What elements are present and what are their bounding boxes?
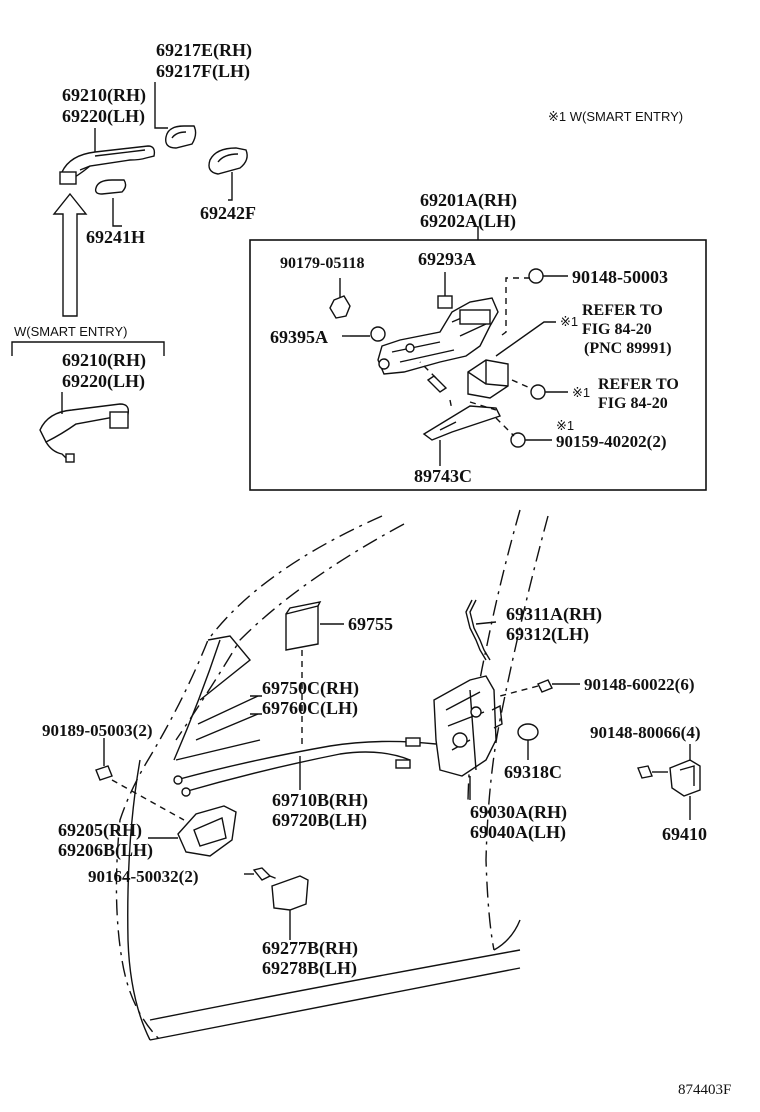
label-69205: 69205(RH) [58, 820, 142, 841]
door-lock-part [433, 675, 503, 777]
lock-motor-part [467, 359, 509, 399]
bracket-part [422, 405, 501, 441]
cover-pad-part [208, 147, 248, 175]
screw2-part [530, 384, 568, 400]
label-90148-50003: 90148-50003 [572, 267, 668, 287]
label-69293a: 69293A [418, 249, 476, 269]
label-69040a: 69040A(LH) [470, 822, 566, 843]
handle-screw-part [244, 867, 272, 881]
cap-part [517, 723, 539, 760]
label-refer-2b: FIG 84-20 [598, 395, 668, 412]
label-69755: 69755 [348, 614, 393, 634]
label-69277b: 69277B(RH) [262, 938, 358, 959]
label-69030a: 69030A(RH) [470, 802, 567, 823]
label-69760c: 69760C(LH) [262, 698, 358, 719]
label-69220-top: 69220(LH) [62, 106, 145, 127]
lock-frame-part [377, 297, 499, 375]
label-refer-1b: FIG 84-20 [582, 321, 652, 338]
label-69410: 69410 [662, 824, 707, 844]
bolt-lower-part [426, 375, 448, 393]
label-90164-50032: 90164-50032(2) [88, 867, 198, 886]
striker-bolt-part [637, 765, 668, 779]
label-69750c: 69750C(RH) [262, 678, 359, 699]
smart-outside-handle-part [39, 403, 130, 463]
cable-part [173, 737, 437, 797]
label-69202a: 69202A(LH) [420, 211, 516, 232]
label-90148-60022: 90148-60022(6) [584, 675, 694, 694]
lock-screw-part [537, 679, 580, 693]
clip-part [437, 272, 453, 309]
bushing-part [342, 326, 386, 342]
handle-pad-part [94, 179, 127, 195]
mark-1b: ※1 [572, 385, 590, 400]
label-69318c: 69318C [504, 762, 562, 782]
inside-handle-part [177, 805, 237, 857]
screw-part [528, 268, 568, 284]
label-refer-2a: REFER TO [598, 376, 679, 393]
label-69278b: 69278B(LH) [262, 958, 357, 979]
label-90179-05118: 90179-05118 [280, 255, 364, 272]
label-69210-smart: 69210(RH) [62, 350, 146, 371]
label-69220-smart: 69220(LH) [62, 371, 145, 392]
label-69710b: 69710B(RH) [272, 790, 368, 811]
module-part [285, 601, 322, 651]
clip2-part [95, 738, 113, 781]
label-69242f: 69242F [200, 203, 256, 223]
label-69210-top: 69210(RH) [62, 85, 146, 106]
label-refer-1a: REFER TO [582, 302, 663, 319]
handle-bezel-part [271, 875, 309, 911]
label-90189-05003: 90189-05003(2) [42, 721, 152, 740]
label-69312: 69312(LH) [506, 624, 589, 645]
bolt2-part [510, 432, 552, 448]
label-90148-80066: 90148-80066(4) [590, 723, 700, 742]
label-69217f: 69217F(LH) [156, 61, 250, 82]
mark-1a: ※1 [560, 314, 578, 329]
label-69201a: 69201A(RH) [420, 190, 517, 211]
label-69720b: 69720B(LH) [272, 810, 367, 831]
mark-1c: ※1 [556, 418, 574, 433]
outside-handle-part [59, 145, 156, 185]
arrow-up-icon [52, 192, 88, 317]
label-refer-1c: (PNC 89991) [584, 340, 672, 357]
note-smart-entry: ※1 W(SMART ENTRY) [548, 109, 683, 124]
striker-part [669, 759, 701, 820]
door-outline [115, 509, 549, 1041]
label-89743c: 89743C [414, 466, 472, 486]
label-69241h: 69241H [86, 227, 145, 247]
figure-number: 874403F [678, 1082, 731, 1098]
bolt-part [329, 278, 351, 319]
label-69217e: 69217E(RH) [156, 40, 252, 61]
label-69206b: 69206B(LH) [58, 840, 153, 861]
label-69311a: 69311A(RH) [506, 604, 602, 625]
lock-rod-part [465, 599, 491, 661]
label-90159-40202: 90159-40202(2) [556, 432, 666, 451]
label-69395a: 69395A [270, 327, 328, 347]
handle-cover-part [165, 125, 197, 149]
label-w-smart-entry: W(SMART ENTRY) [14, 324, 127, 339]
